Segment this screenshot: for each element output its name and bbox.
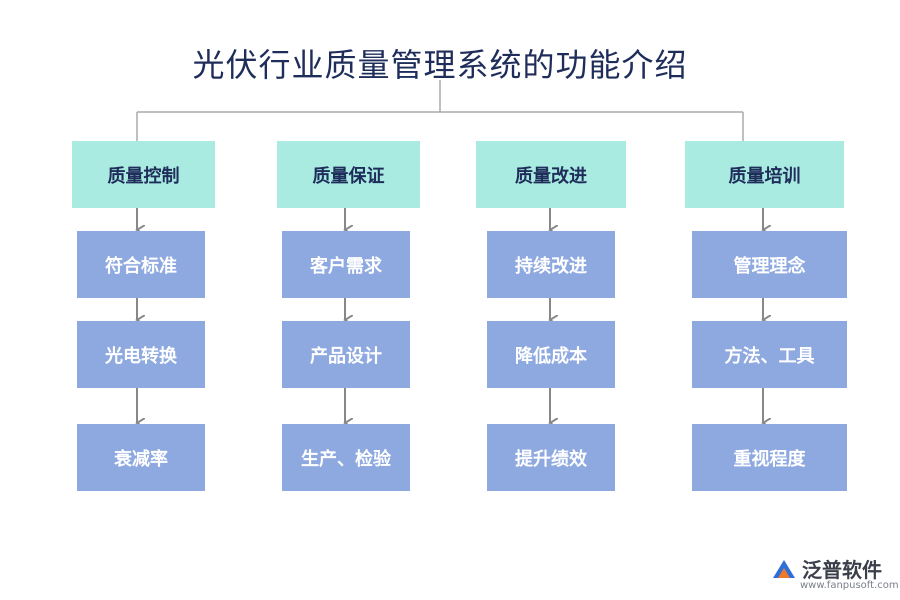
function-item: 生产、检验	[282, 424, 410, 491]
logo-url: www.fanpusoft.com	[800, 580, 899, 591]
diagram-title: 光伏行业质量管理系统的功能介绍	[192, 46, 688, 84]
category-header: 质量培训	[685, 141, 844, 208]
function-item: 产品设计	[282, 321, 410, 388]
function-item: 符合标准	[77, 231, 205, 298]
function-item: 降低成本	[487, 321, 615, 388]
function-item: 客户需求	[282, 231, 410, 298]
category-header: 质量改进	[476, 141, 626, 208]
logo-name: 泛普软件	[802, 558, 882, 582]
function-item: 重视程度	[692, 424, 847, 491]
function-item: 管理理念	[692, 231, 847, 298]
category-header: 质量保证	[277, 141, 420, 208]
function-item: 衰减率	[77, 424, 205, 491]
function-item: 光电转换	[77, 321, 205, 388]
fanpu-logo-icon	[773, 560, 795, 578]
function-item: 持续改进	[487, 231, 615, 298]
brand-logo: 泛普软件 www.fanpusoft.com	[770, 552, 899, 592]
function-item: 提升绩效	[487, 424, 615, 491]
function-item: 方法、工具	[692, 321, 847, 388]
category-header: 质量控制	[72, 141, 215, 208]
